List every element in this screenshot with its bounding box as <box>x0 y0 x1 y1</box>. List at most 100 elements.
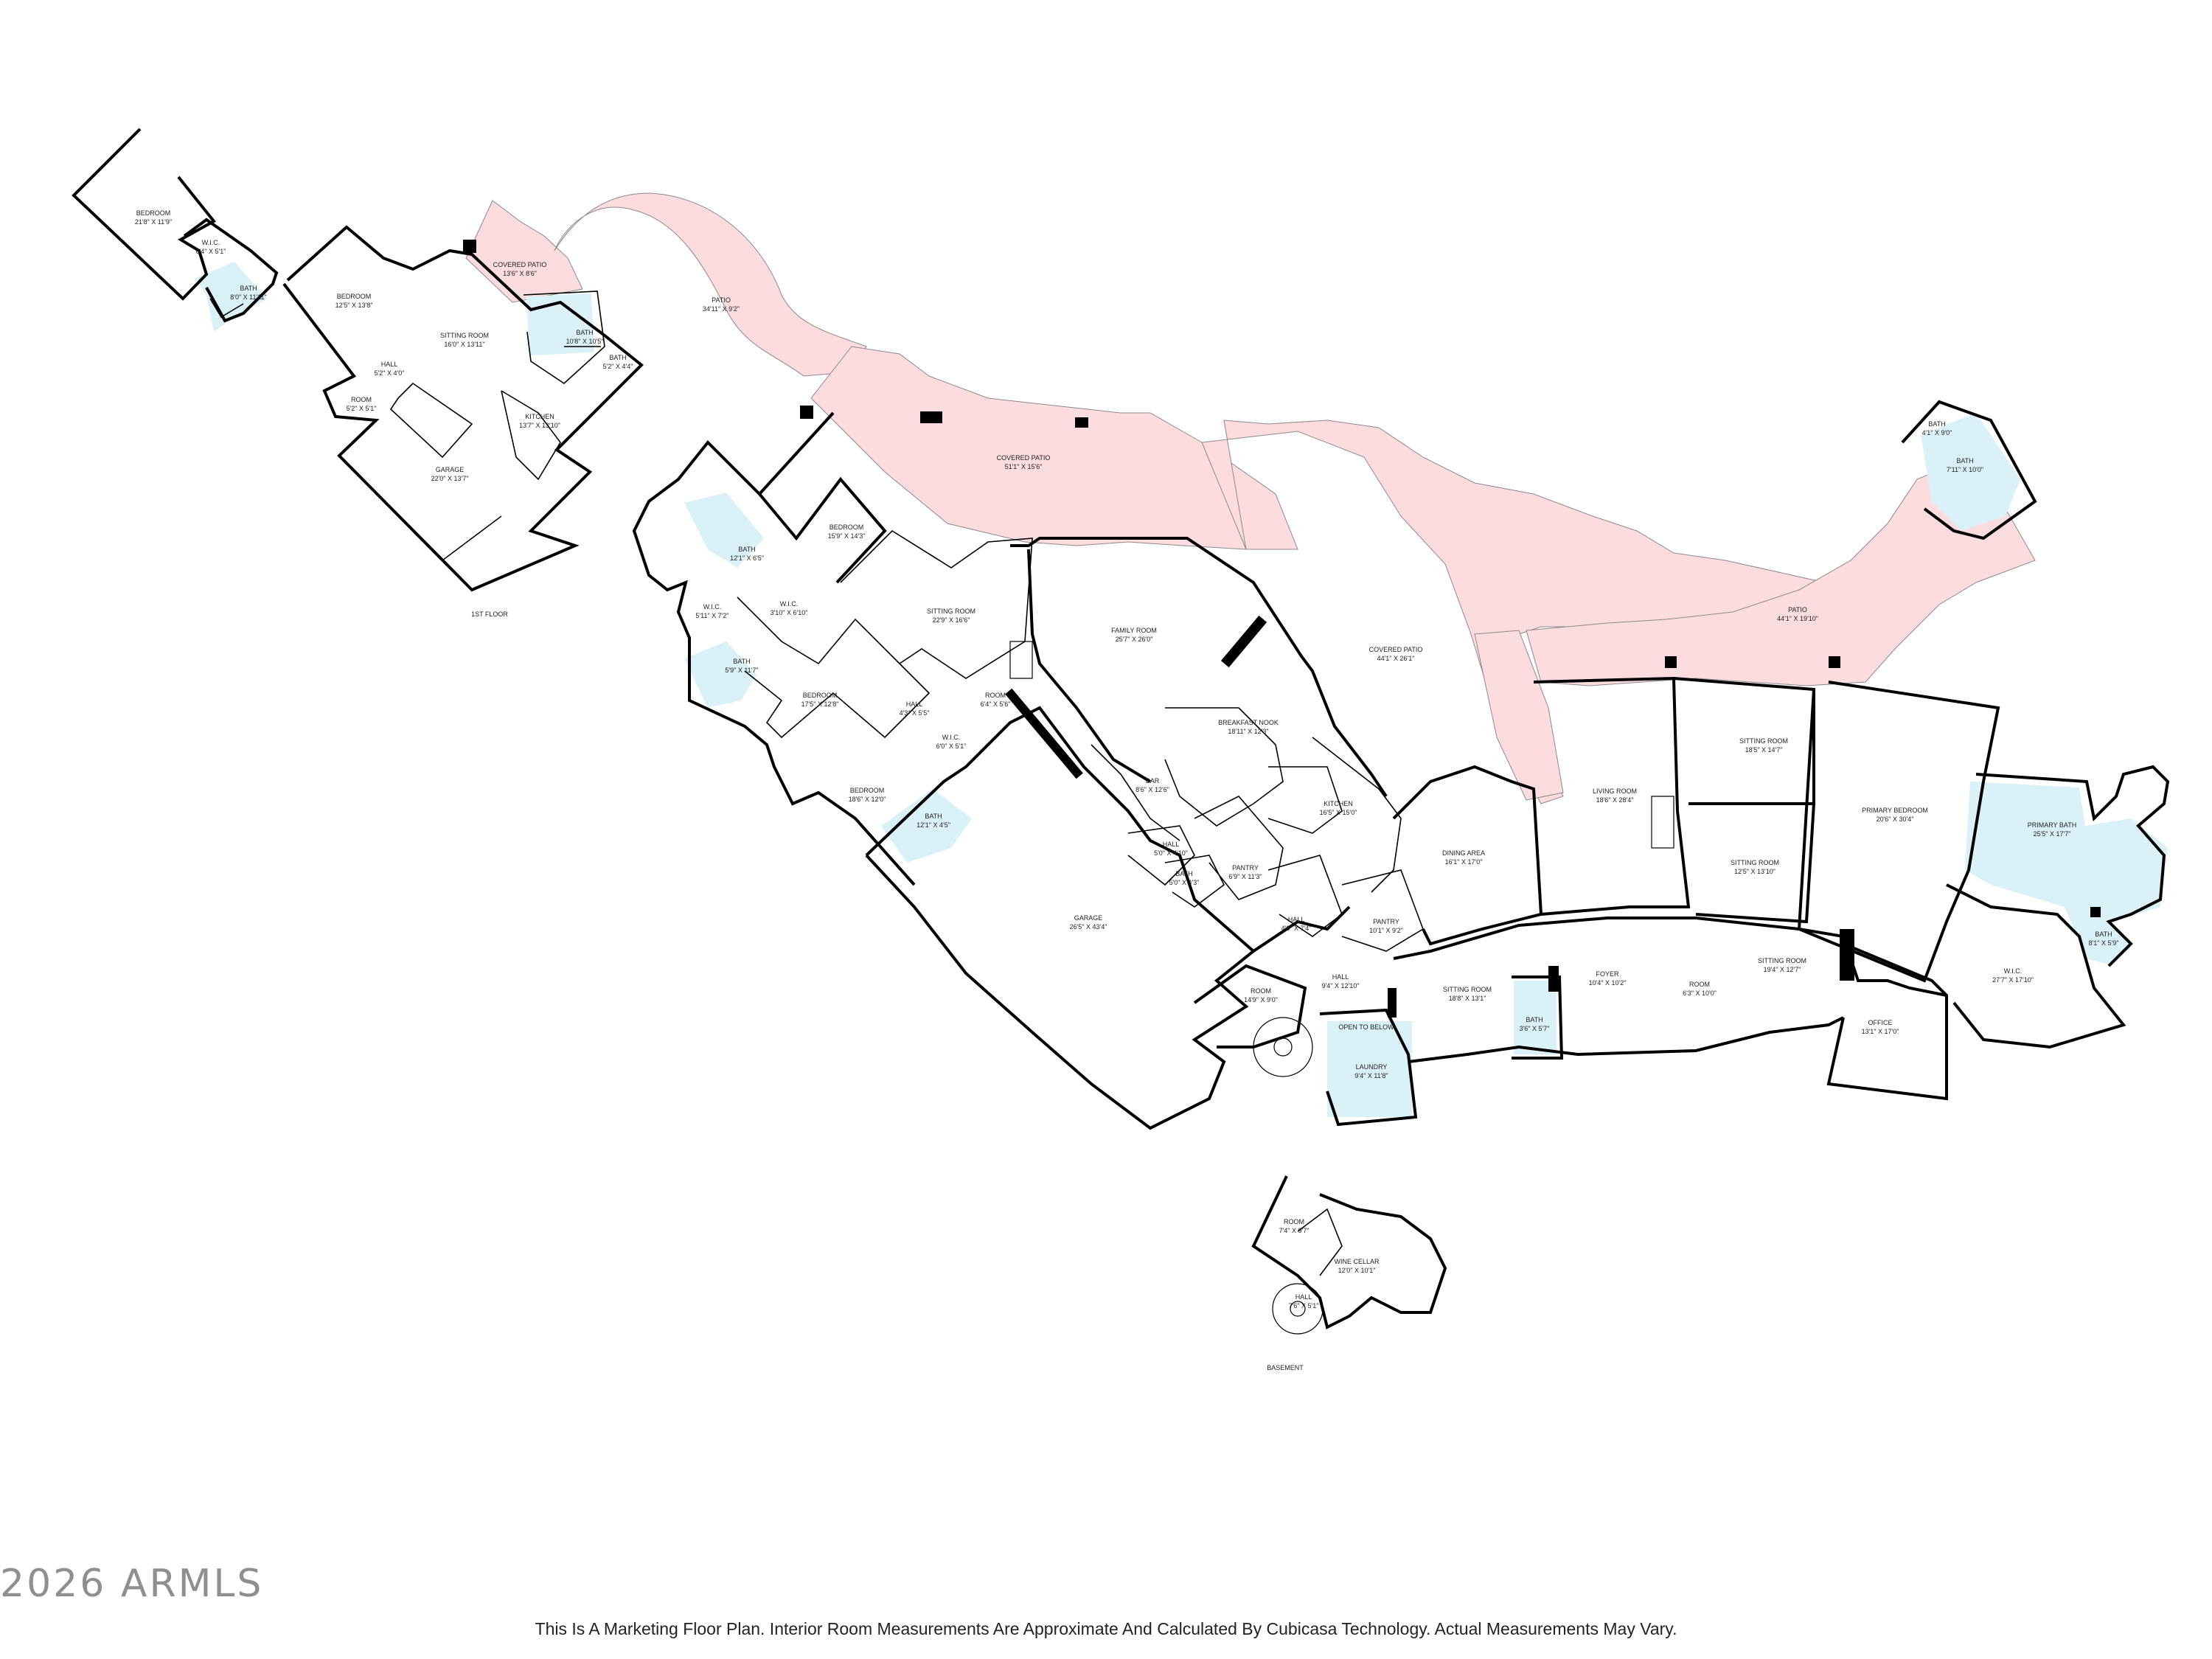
block-5 <box>1665 656 1677 668</box>
room-dims: 5'0" X 4'10" <box>1154 849 1188 857</box>
room-label-bath-2: BATH 10'8" X 10'5" <box>566 329 604 345</box>
room-label-sitting-room-6: SITTING ROOM 19'4" X 12'7" <box>1758 957 1806 973</box>
room-dims: 5'2" X 4'4" <box>603 363 633 370</box>
guest-bath-door <box>209 298 244 319</box>
room-name: BEDROOM <box>803 692 838 699</box>
kitchen-2-counter <box>1312 737 1402 893</box>
guest-interior-walls <box>389 382 473 459</box>
sitting-room-2-walls <box>840 529 1033 679</box>
room-label-hall-5: HALL 9'4" X 12'10" <box>1322 973 1360 990</box>
room-name: COVERED PATIO <box>997 454 1051 462</box>
room-name: KITCHEN <box>1324 800 1353 807</box>
room-dims: 26'5" X 43'4" <box>1070 923 1107 931</box>
room-dims: 12'1" X 4'5" <box>917 821 950 829</box>
garage-1-door <box>383 501 502 562</box>
room-dims: 5'2" X 4'0" <box>375 369 405 377</box>
spiral-stair-basement-inner <box>1290 1301 1306 1317</box>
room-name: ROOM <box>985 692 1006 699</box>
room-name: HALL <box>1295 1293 1312 1301</box>
room-dims: 14'9" X 9'0" <box>1244 996 1278 1004</box>
primary-bath-walls <box>1975 765 2170 967</box>
room-name: HALL <box>906 700 923 708</box>
room-dims: 5'11" X 7'2" <box>695 612 728 619</box>
room-name: DINING AREA <box>1442 849 1485 857</box>
room-name: BATH <box>1928 420 1945 428</box>
room-label-bath-4: BATH 12'1" X 6'5" <box>730 546 764 562</box>
block-2 <box>800 406 813 419</box>
room-dims: 9'4" X 12'10" <box>1322 982 1360 990</box>
room-dims: 6'4" X 5'1" <box>196 248 226 255</box>
kitchen-1-counter <box>501 390 561 481</box>
room-label-foyer: FOYER 10'4" X 10'2" <box>1589 970 1627 987</box>
room-dims: 25'7" X 26'0" <box>1116 636 1153 643</box>
block-9 <box>1840 929 1854 981</box>
sitting-row-south-lower <box>1408 1016 1844 1063</box>
covered-patio-west-fill <box>465 200 583 303</box>
room-label-basement-hall: HALL 7'6" X 5'1" <box>1289 1293 1319 1310</box>
office-walls <box>1826 942 1948 1101</box>
room-name: ROOM <box>1689 981 1710 988</box>
room-label-hall-2: HALL 4'3" X 5'5" <box>900 700 930 717</box>
block-12 <box>2090 907 2101 917</box>
room-label-guest-bath-1: BATH 8'0" X 11'11" <box>230 285 267 301</box>
guest-bedroom-walls <box>72 128 217 301</box>
laundry-fill <box>1327 1021 1412 1117</box>
room-dims: 51'1" X 15'6" <box>1005 463 1043 470</box>
room-label-bedroom-4: BEDROOM 17'5" X 12'8" <box>801 692 839 708</box>
room-name: BATH <box>1956 457 1973 465</box>
room-dims: 8'0" X 11'11" <box>230 293 267 301</box>
room-dims: 12'5" X 13'10" <box>1734 868 1775 875</box>
room-label-bath-10: BATH 7'11" X 10'0" <box>1947 457 1983 473</box>
room-label-bath-6: BATH 12'1" X 4'5" <box>917 813 950 829</box>
room-dims: 10'8" X 10'5" <box>566 338 604 345</box>
room-dims: 4'1" X 9'0" <box>1922 429 1952 437</box>
room-name: HALL <box>381 361 398 368</box>
room-label-kitchen-2: KITCHEN 16'5" X 15'0" <box>1320 800 1357 816</box>
room-label-sitting-room-4: SITTING ROOM 18'5" X 14'7" <box>1739 737 1788 754</box>
room-name: BATH <box>738 546 755 553</box>
room-label-sitting-room-3: SITTING ROOM 18'8" X 13'1" <box>1443 986 1492 1002</box>
room-dims: 12'5" X 13'8" <box>335 302 373 309</box>
watermark: 2026 ARMLS <box>0 1562 264 1606</box>
room-dims: 17'5" X 12'8" <box>801 700 839 708</box>
room-name: BATH <box>576 329 593 336</box>
room-dims: 44'1" X 19'10" <box>1777 615 1818 622</box>
dining-area-walls <box>1392 765 1543 946</box>
room-dims: 13'6" X 8'6" <box>503 270 537 277</box>
patio-walkway-fill <box>554 192 867 377</box>
room-name: WINE CELLAR <box>1334 1258 1380 1265</box>
room-label-pantry-1: PANTRY 6'9" X 11'3" <box>1228 864 1262 880</box>
room-label-bath-5: BATH 5'9" X 11'7" <box>725 658 758 674</box>
room-name: BEDROOM <box>337 293 372 300</box>
room-label-patio-1: PATIO 34'11" X 9'2" <box>703 296 740 313</box>
room-label-living-room: LIVING ROOM 18'6" X 28'4" <box>1593 787 1637 804</box>
guest-wing-walls <box>72 128 644 592</box>
bath-fills <box>195 262 2168 1117</box>
room-label-hall-4: HALL 4'6" X 7'4" <box>1281 916 1312 932</box>
family-room-bar <box>1091 744 1180 841</box>
straight-stair-east <box>1651 796 1674 849</box>
room-name: ROOM <box>1284 1218 1304 1225</box>
room-dims: 9'4" X 11'8" <box>1354 1072 1388 1079</box>
primary-wic-walls <box>1946 883 2126 1049</box>
breakfast-nook-counter <box>1164 707 1284 827</box>
basement-divider <box>1297 1208 1343 1276</box>
patio-east-tail <box>1474 630 1564 801</box>
room-label-hall-1: HALL 5'2" X 4'0" <box>375 361 405 377</box>
room-dims: 18'8" X 13'1" <box>1449 995 1486 1002</box>
east-wing-walls <box>1193 400 2170 1127</box>
bedroom-3-outer <box>632 411 916 886</box>
room-label-bath-8: BATH 3'6" X 5'7" <box>1520 1016 1550 1032</box>
room-name: SITTING ROOM <box>1758 957 1806 964</box>
room-label-office: OFFICE 13'1" X 17'0" <box>1862 1019 1899 1035</box>
room-dims: 25'5" X 17'7" <box>2034 830 2071 838</box>
room-dims: 16'5" X 15'0" <box>1320 809 1357 816</box>
room-name: W.I.C. <box>780 600 799 608</box>
room-label-room-1: ROOM 5'2" X 5'1" <box>347 396 377 412</box>
room-dims: 6'9" X 11'3" <box>1228 873 1262 880</box>
room-label-pantry-2: PANTRY 10'1" X 9'2" <box>1369 918 1403 934</box>
hall-3-walls <box>1127 825 1195 886</box>
room-dims: 44'1" X 26'1" <box>1377 655 1415 662</box>
room-name: BATH <box>733 658 750 665</box>
